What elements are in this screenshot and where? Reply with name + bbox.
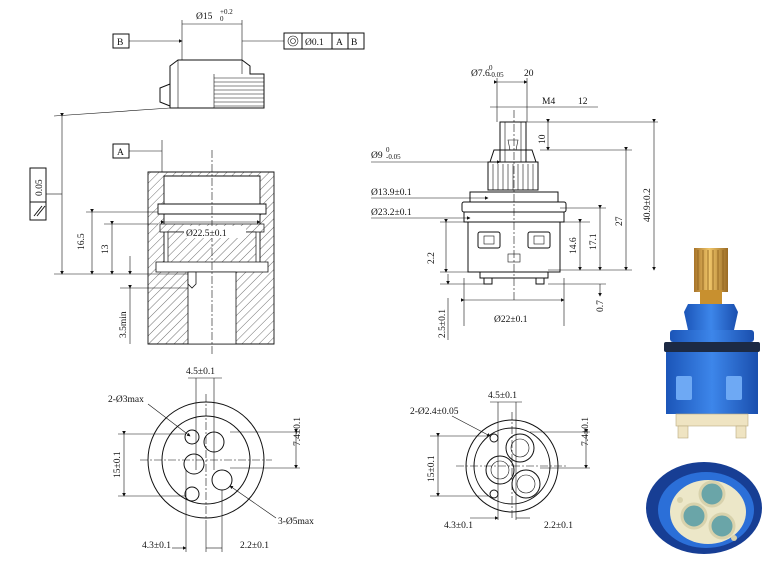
stem-tol-lower: -0.05 [489,71,504,79]
spline-diameter: Ø9 [371,151,383,161]
datum-a-label: A [117,148,124,158]
depth-13: 13 [101,244,111,254]
tolerance-ref-b: B [351,38,357,48]
h-14-6: 14.6 [569,237,579,254]
depth-16-5: 16.5 [77,233,87,250]
h-27: 27 [615,216,625,226]
br-pins: 2-Ø2.4±0.05 [410,407,459,417]
br-right-dim: 7.4±0.1 [581,417,591,446]
h-2-2: 2.2 [427,252,437,264]
h-40-9: 40.9±0.2 [643,188,653,222]
parallelism-value: 0.05 [35,179,45,196]
bl-right-dim: 7.4±0.1 [293,417,303,446]
d-13-9: Ø13.9±0.1 [371,188,412,198]
bottom-left-view: 4.5±0.1 2-Ø3max 15±0.1 7.4±0.1 3-Ø5max 4… [108,367,314,552]
top-diameter-tol-upper: +0.2 [220,8,233,16]
bl-bottom-right-dim: 2.2±0.1 [240,541,269,551]
br-bottom-right-dim: 2.2±0.1 [544,521,573,531]
datum-b-label: B [117,38,123,48]
br-pin [489,433,499,443]
bottom-right-view: 4.5±0.1 2-Ø2.4±0.05 15±0.1 7.4±0.1 4.3±0… [410,391,591,531]
parallelism-icon [33,205,43,217]
tolerance-ref-a: A [336,38,343,48]
dim-10: 10 [538,134,548,144]
concentricity-icon [287,35,299,47]
d-22: Ø22±0.1 [494,315,528,325]
br-pin [489,489,499,499]
section-view: B Ø15 +0.2 0 Ø0.1 A B [29,8,365,354]
bl-small-hole [184,429,200,445]
tolerance-frame [283,32,365,50]
bl-left-dim: 15±0.1 [113,451,123,478]
br-left-dim: 15±0.1 [427,455,437,482]
br-port [485,455,515,485]
bl-large-hole [211,469,233,491]
product-photo-side [664,248,760,439]
top-diameter: Ø15 [196,12,213,22]
min-3-5: 3.5min [119,311,129,338]
side-view: Ø7.6 0 -0.05 20 M4 12 10 Ø9 0 -0.05 Ø13 [371,64,658,340]
stem-diameter: Ø7.6 [471,69,490,79]
thread-depth: 12 [578,97,588,107]
bl-large-hole [183,453,205,475]
d-23-2: Ø23.2±0.1 [371,208,412,218]
bl-holes-large: 3-Ø5max [278,517,314,527]
spline-count: 20 [524,69,534,79]
thread-label: M4 [542,97,555,107]
top-diameter-tol-lower: 0 [220,15,224,23]
product-photo-bottom [646,462,762,554]
h-0-7: 0.7 [596,300,606,312]
br-port [505,433,535,463]
spline-tol-lower: -0.05 [386,153,401,161]
bl-top-dim: 4.5±0.1 [186,367,215,377]
bl-bottom-left-dim: 4.3±0.1 [142,541,171,551]
spline-tol-upper: 0 [386,146,390,154]
inner-diameter: Ø22.5±0.1 [186,229,227,239]
bl-holes-small: 2-Ø3max [108,395,144,405]
bl-small-hole [184,486,200,502]
h-17-1: 17.1 [589,233,599,250]
tolerance-value: Ø0.1 [305,38,324,48]
stem-tol-upper: 0 [489,64,493,72]
h-2-5: 2.5±0.1 [438,309,448,338]
br-bottom-left-dim: 4.3±0.1 [444,521,473,531]
bl-large-hole [203,431,225,453]
br-top-dim: 4.5±0.1 [488,391,517,401]
